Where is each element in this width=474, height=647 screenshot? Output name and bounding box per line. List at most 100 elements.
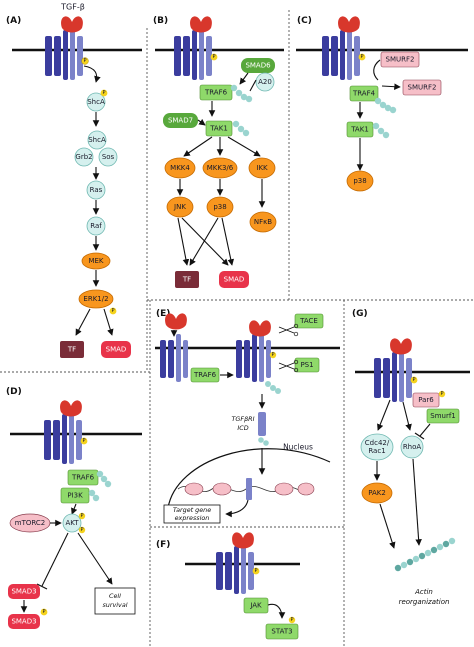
smurf2-released-node: SMURF2 [402, 79, 442, 96]
ubiquitin-chain-receptor [265, 381, 281, 394]
svg-text:IKK: IKK [256, 164, 268, 172]
svg-text:TF: TF [67, 346, 76, 354]
svg-text:TRAF4: TRAF4 [352, 90, 376, 98]
svg-text:MEK: MEK [88, 257, 103, 265]
svg-text:expression: expression [175, 514, 210, 522]
svg-text:TRAF6: TRAF6 [193, 371, 217, 379]
svg-text:SMURF2: SMURF2 [408, 84, 437, 92]
rhoa-node: RhoA [400, 435, 424, 459]
panel-dividers [0, 10, 474, 647]
mkk4-node: MKK4 [164, 157, 196, 179]
tf-node: TF [175, 271, 199, 288]
tak1-node: TAK1 [346, 121, 374, 138]
panel-b-letter: (B) [153, 16, 168, 26]
svg-text:P: P [212, 54, 215, 60]
svg-text:Target gene: Target gene [173, 506, 211, 514]
svg-text:SMAD: SMAD [106, 346, 127, 354]
icd-fragment [258, 412, 269, 446]
receptor-complex [374, 338, 412, 402]
svg-text:SMAD3: SMAD3 [11, 588, 36, 596]
svg-text:PI3K: PI3K [67, 492, 83, 500]
svg-text:A20: A20 [258, 78, 272, 86]
svg-text:ICD: ICD [237, 424, 248, 432]
tgf-beta-label: TGF-β [60, 3, 85, 12]
svg-text:P: P [290, 617, 293, 623]
svg-text:Sos: Sos [102, 153, 115, 161]
svg-text:SMAD: SMAD [224, 276, 245, 284]
ligand-dimer-icon [232, 532, 254, 549]
svg-text:Par6: Par6 [418, 396, 434, 404]
nuclear-envelope [167, 448, 331, 509]
shca-node: ShcA [86, 92, 106, 112]
panel-f-letter: (F) [156, 540, 170, 550]
p38-node: p38 [206, 196, 234, 218]
akt-node: AKT [62, 513, 82, 533]
svg-text:mTORC2: mTORC2 [15, 519, 45, 527]
ligand-dimer-icon [190, 16, 212, 33]
chromatin-strand [177, 478, 315, 500]
panel-c-letter: (C) [297, 16, 312, 26]
target-gene-expression-box: Target gene expression [163, 504, 221, 524]
svg-text:P: P [102, 90, 105, 96]
svg-text:SMAD3: SMAD3 [11, 618, 36, 626]
a20-node: A20 [255, 72, 275, 92]
ps1-node: PS1 [294, 357, 320, 373]
receptor-complex [44, 400, 82, 464]
svg-text:MKK3/6: MKK3/6 [207, 164, 234, 172]
svg-text:TF: TF [182, 276, 191, 284]
icd-label: TGFβRI [232, 415, 255, 423]
panel-f: (F) P JAK STAT3 P [156, 532, 300, 640]
ligand-dimer-icon [390, 338, 412, 355]
smad-node: SMAD [101, 341, 131, 358]
actin-label: Actin [414, 588, 433, 596]
receptor-complex [322, 16, 360, 80]
svg-text:P: P [440, 391, 443, 397]
phospho-badge [81, 57, 89, 65]
svg-text:P: P [83, 58, 86, 64]
traf6-node: TRAF6 [190, 367, 220, 383]
svg-text:Smurf1: Smurf1 [430, 412, 456, 420]
ubiquitin-chain-pi3k [88, 489, 100, 502]
nfkb-node: NFκB [249, 211, 277, 233]
receptor-complex-right [236, 320, 271, 382]
receptor-complex-left [160, 334, 188, 382]
smurf2-node: SMURF2 [380, 51, 420, 68]
panel-g: (G) P Par6 P Smurf1 Cdc42/ Rac1 [352, 309, 470, 606]
ubiquitin-chain-traf6 [230, 84, 253, 103]
svg-text:PAK2: PAK2 [368, 489, 386, 497]
jak-node: JAK [243, 597, 269, 614]
svg-text:TACE: TACE [299, 317, 318, 325]
svg-text:P: P [82, 438, 85, 444]
svg-text:TAK1: TAK1 [350, 126, 369, 134]
svg-text:P: P [80, 513, 83, 519]
smad7-node: SMAD7 [163, 113, 198, 128]
nucleus-label: Nucleus [283, 443, 313, 452]
svg-text:Cell: Cell [109, 592, 121, 600]
svg-text:TRAF6: TRAF6 [204, 89, 228, 97]
svg-text:ShcA: ShcA [87, 98, 105, 106]
tace-node: TACE [294, 313, 324, 329]
jnk-node: JNK [166, 196, 194, 218]
svg-text:SMAD6: SMAD6 [245, 62, 271, 70]
svg-text:ShcA: ShcA [88, 136, 106, 144]
tak1-node: TAK1 [205, 120, 233, 137]
ubiquitin-chain-tak1 [232, 120, 250, 137]
panel-d: (D) P TRAF6 PI3K [6, 387, 142, 629]
svg-text:Grb2: Grb2 [75, 153, 92, 161]
svg-text:SMAD7: SMAD7 [168, 117, 193, 125]
shca-grb2-sos-complex: ShcA Grb2 Sos [74, 130, 118, 167]
panel-e-letter: (E) [156, 309, 170, 319]
svg-text:RhoA: RhoA [403, 443, 422, 451]
svg-text:P: P [271, 352, 274, 358]
svg-text:p38: p38 [213, 203, 226, 211]
ligand-dimer-icon [249, 320, 271, 337]
svg-text:Rac1: Rac1 [368, 447, 385, 455]
panel-g-letter: (G) [352, 309, 368, 319]
svg-text:PS1: PS1 [300, 361, 313, 369]
ubiquitin-chain-tak1 [372, 122, 390, 139]
svg-text:Cdc42/: Cdc42/ [365, 439, 390, 447]
tf-node: TF [60, 341, 84, 358]
ubiquitin-chain-traf4 [374, 97, 397, 114]
svg-text:NFκB: NFκB [254, 218, 272, 226]
